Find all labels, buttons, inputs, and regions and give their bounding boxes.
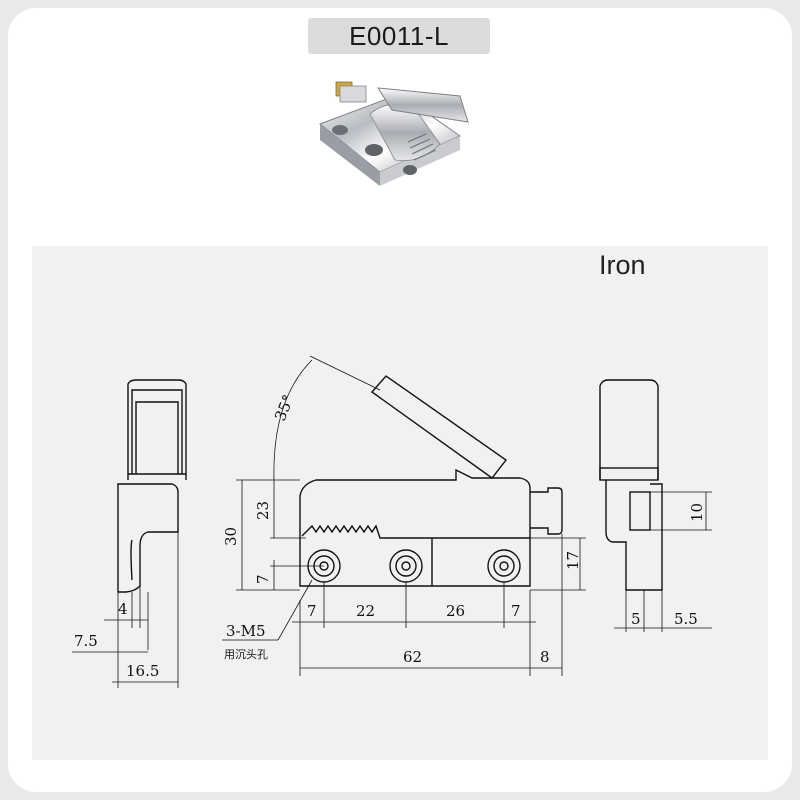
right-side-view xyxy=(599,379,712,632)
dim-hole-offset: 7 xyxy=(254,574,272,584)
dim-left-c: 16.5 xyxy=(126,662,159,680)
product-photo xyxy=(319,81,470,186)
dim-right-view-b: 5.5 xyxy=(674,610,698,628)
dim-right-height: 17 xyxy=(564,551,582,570)
material-label: Iron xyxy=(599,250,646,280)
holes-note: 用沉头孔 xyxy=(224,648,268,661)
dim-edge-right: 7 xyxy=(511,602,521,620)
dim-total-length: 62 xyxy=(403,648,422,666)
dim-bolt-extension: 8 xyxy=(540,648,550,666)
dim-edge-left: 7 xyxy=(307,602,317,620)
product-code: E0011-L xyxy=(349,20,449,51)
dim-right-view-a: 5 xyxy=(631,610,641,628)
dim-left-b: 7.5 xyxy=(74,632,98,650)
product-code-badge: E0011-L xyxy=(308,18,490,54)
dim-angle: 35° xyxy=(271,392,298,423)
dim-height-total: 30 xyxy=(222,527,240,546)
sash-lock-photo-icon xyxy=(319,81,470,186)
dim-height-upper: 23 xyxy=(254,501,272,520)
dim-spacing-1: 22 xyxy=(356,602,375,620)
dim-left-a: 4 xyxy=(118,600,128,618)
front-view xyxy=(222,355,586,676)
holes-label: 3-M5 xyxy=(226,622,266,640)
left-side-view xyxy=(72,379,187,688)
technical-drawing-panel xyxy=(32,246,768,760)
dim-right-view-height: 10 xyxy=(688,503,706,522)
dim-spacing-2: 26 xyxy=(446,602,465,620)
